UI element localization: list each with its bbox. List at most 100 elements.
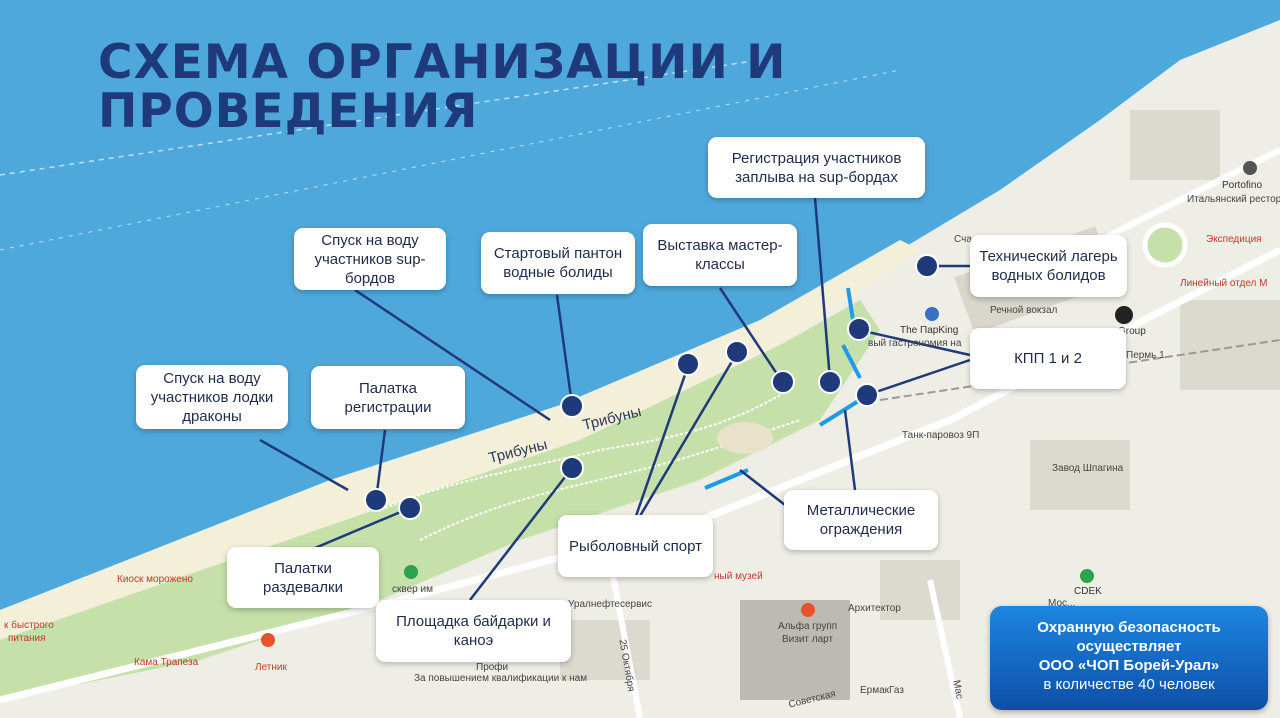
leader-lines (259, 197, 971, 601)
map-label-line-dept: Линейный отдел М (1180, 278, 1268, 289)
page-title: СХЕМА ОРГАНИЗАЦИИ И ПРОВЕДЕНИЯ (98, 38, 786, 136)
marker-changing-tents[interactable] (398, 496, 422, 520)
shipping-lane (0, 69, 901, 251)
beach-strip (0, 240, 920, 640)
callout-fishing: Рыболовный спорт (558, 515, 713, 577)
security-line-2: осуществляет (1076, 638, 1182, 655)
leader-line (469, 467, 573, 601)
map-label-fast2: питания (8, 633, 46, 644)
map-label-alpha-sub: Визит ларт (782, 634, 834, 645)
map-label-uralneft: Уралнефтесервис (568, 599, 653, 610)
security-line-3: ООО «ЧОП Борей-Урал» (1038, 657, 1220, 674)
leader-line (555, 294, 574, 406)
marker-kayak-area[interactable] (560, 456, 584, 480)
map-label-fast: к быстрого (4, 620, 54, 631)
title-line-2: ПРОВЕДЕНИЯ (98, 84, 479, 139)
park-path (379, 394, 781, 511)
map-label-portofino-sub: Итальянский ресторан на (1187, 194, 1280, 205)
cdek-pin-icon (1080, 569, 1094, 583)
metal-fence (704, 468, 749, 490)
callout-start-pontoon: Стартовый пантон водные болиды (481, 232, 635, 294)
building (1180, 300, 1280, 390)
park-plaza (717, 422, 773, 454)
map-label-architect: Архитектор (848, 603, 901, 614)
building (880, 560, 960, 620)
marker-exhibition[interactable] (771, 370, 795, 394)
map-label-portofino: Portofino (1222, 180, 1263, 191)
security-line-1: Охранную безопасность (1037, 619, 1221, 636)
callout-checkpoints: КПП 1 и 2 (970, 328, 1126, 389)
security-line-4: в количестве 40 человек (1043, 676, 1215, 693)
map-label-station: Сча (954, 234, 972, 245)
marker-dragon-descent[interactable] (364, 488, 388, 512)
building (560, 620, 650, 680)
marker-tech-camp[interactable] (915, 254, 939, 278)
map-label-cdek-sub: Мос... (1048, 598, 1076, 609)
embankment-park (0, 300, 880, 700)
callout-sup-descent: Спуск на воду участников sup-бордов (294, 228, 446, 290)
building (1130, 110, 1220, 180)
alpha-pin-icon (801, 603, 815, 617)
title-line-1: СХЕМА ОРГАНИЗАЦИИ И (98, 35, 787, 90)
leader-line (259, 438, 349, 492)
callout-registration-tent: Палатка регистрации (311, 366, 465, 429)
leader-line (843, 409, 857, 491)
parking-pin-icon (925, 307, 939, 321)
marker-checkpoint-2[interactable] (855, 383, 879, 407)
map-pins (261, 161, 1257, 647)
mv-pin-icon (1115, 306, 1133, 324)
leader-line (718, 287, 785, 384)
road (927, 579, 963, 718)
leader-line (858, 328, 971, 357)
map-label-expedition: Экспедиция (1206, 234, 1262, 245)
road (607, 559, 643, 718)
map-label-kiosk: Киоск морожено (117, 574, 193, 585)
metal-fence (846, 287, 855, 321)
building (740, 600, 850, 700)
map-label-parking: The ПарKing (900, 325, 959, 336)
map-label-profi: Профи (476, 662, 509, 673)
leader-line (354, 288, 551, 422)
map-label-museum: ный музей (714, 571, 763, 582)
leader-line (634, 365, 690, 517)
map-label-shpagin: Завод Шпагина (1052, 463, 1124, 474)
map-label-tank: Танк-паровоз 9П (902, 430, 980, 441)
building (1030, 440, 1130, 510)
portofino-pin-icon (1243, 161, 1257, 175)
railway (879, 339, 1280, 401)
skver-pin-icon (404, 565, 418, 579)
callout-dragon-descent: Спуск на воду участников лодки драконы (136, 365, 288, 429)
callout-sup-registration: Регистрация участников заплыва на sup-бо… (708, 137, 925, 198)
marker-sup-registration[interactable] (818, 370, 842, 394)
map-label-cdek: CDEK (1074, 586, 1102, 597)
callout-kayak-area: Площадка байдарки и каноэ (376, 600, 571, 662)
map-label-gastro: вый гастрономия на (868, 338, 962, 349)
map-label-ermakgaz: ЕрмакГаз (860, 685, 904, 696)
map-label-letnik: Летник (255, 662, 287, 673)
map-label-mv-group: Group (1118, 326, 1146, 337)
callout-changing-tents: Палатки раздевалки (227, 547, 379, 608)
callout-tech-camp: Технический лагерь водных болидов (970, 235, 1127, 297)
marker-sup-descent-tribunes[interactable] (560, 394, 584, 418)
map-label-river-station: Речной вокзал (990, 305, 1058, 316)
metal-fence (818, 398, 862, 427)
leader-line (813, 197, 832, 381)
leader-line (314, 506, 411, 550)
marker-fishing-1[interactable] (676, 352, 700, 376)
map-label-perm1: Пермь 1 (1126, 350, 1165, 361)
callout-exhibition: Выставка мастер-классы (643, 224, 797, 286)
leader-line (739, 469, 786, 506)
metal-fence (841, 344, 862, 379)
map-label-alpha: Альфа групп (778, 621, 838, 632)
leader-line (866, 358, 971, 397)
map-label-skver: сквер им (392, 584, 433, 595)
letnik-pin-icon (261, 633, 275, 647)
marker-fishing-2[interactable] (725, 340, 749, 364)
roundabout (1142, 222, 1188, 268)
callout-metal-fences: Металлические ограждения (784, 490, 938, 550)
marker-checkpoint-1[interactable] (847, 317, 871, 341)
leader-line (638, 352, 739, 517)
map-label-qualification: За повышением квалификации к нам (414, 673, 588, 684)
map-label-kama: Кама Трапеза (134, 657, 199, 668)
security-info-box: Охранную безопасность осуществляет ООО «… (990, 606, 1268, 710)
